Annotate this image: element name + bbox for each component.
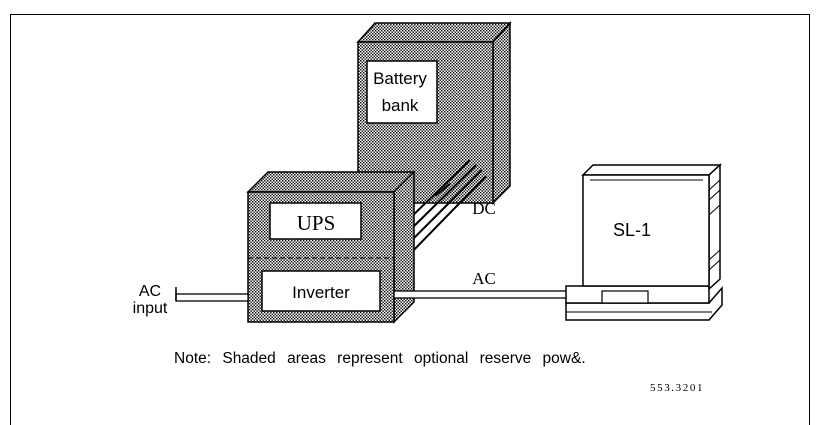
inverter-label: Inverter xyxy=(292,283,350,302)
ac-input-label-line1: AC xyxy=(139,283,161,300)
inverter-label-panel xyxy=(261,270,381,312)
ac-output-label: AC xyxy=(472,269,496,288)
ups-label: UPS xyxy=(297,211,336,235)
ac-input-label-line2: input xyxy=(133,300,168,317)
battery-bank xyxy=(356,21,512,205)
ac-input-cable xyxy=(175,287,249,302)
sl1-cabinet xyxy=(565,163,723,321)
ups-label-panel xyxy=(269,202,362,240)
battery-label-panel xyxy=(366,60,438,124)
ac-output-cable xyxy=(393,290,571,299)
sl1-label: SL-1 xyxy=(613,220,651,240)
figure-number: 553.3201 xyxy=(650,382,705,394)
dc-cables xyxy=(407,159,487,257)
ups-inverter-cabinet xyxy=(246,170,416,324)
battery-label-line2: bank xyxy=(382,96,419,115)
battery-label-line1: Battery xyxy=(373,69,427,88)
dc-label: DC xyxy=(472,199,496,218)
diagram-note: Note: Shaded areas represent optional re… xyxy=(174,350,586,367)
figure-frame xyxy=(10,14,810,425)
